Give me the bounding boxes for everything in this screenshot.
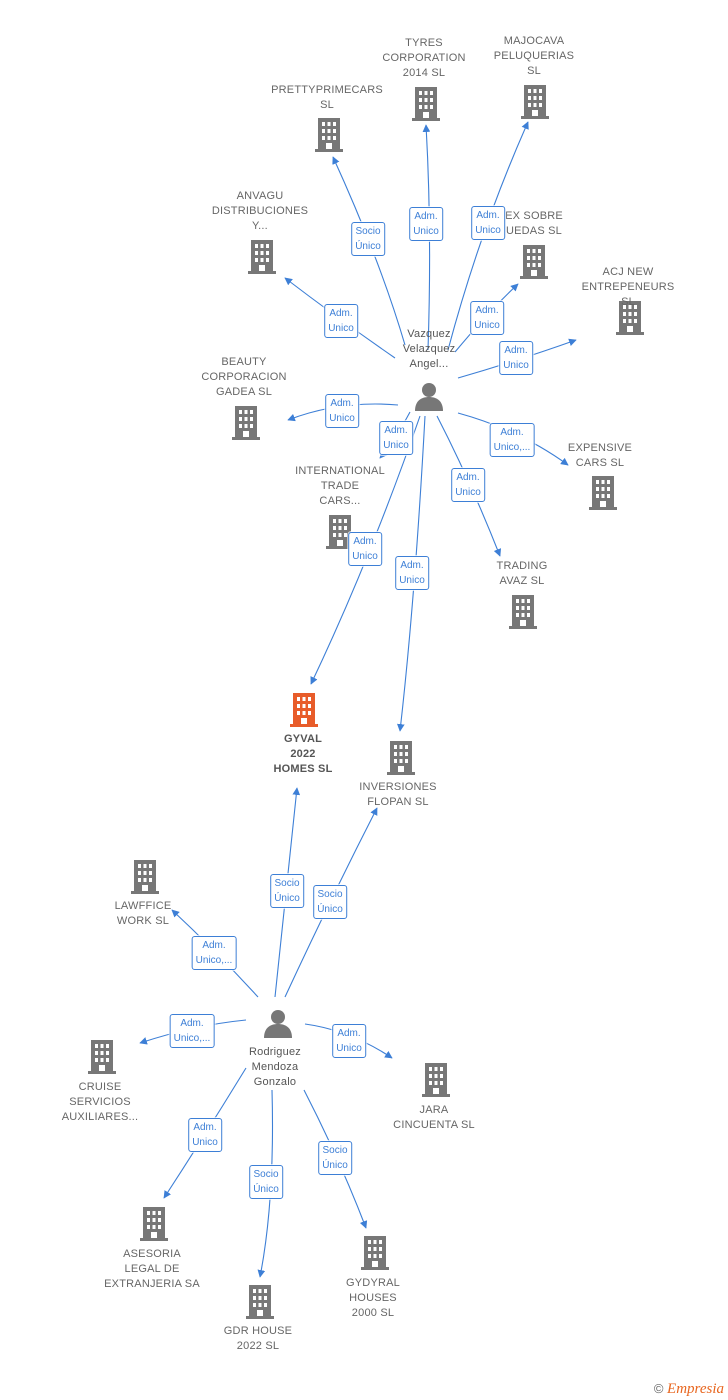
company-label-cruise[interactable]: CRUISE SERVICIOS AUXILIARES... [61,1081,139,1123]
inversiones-building-icon [387,741,415,775]
asesoria-building-icon [140,1207,168,1241]
gdr-building-icon [246,1285,274,1319]
company-label-gyval[interactable]: GYVAL 2022 HOMES SL [273,733,333,775]
edge-label-ruedas: Adm. Unico [470,301,504,335]
edge-label-cruise: Adm. Unico,... [169,1014,215,1048]
edge-label-prettyprime: Socio Único [351,222,385,256]
vazquez-person-icon [415,383,443,411]
brand-name: Empresia [667,1381,724,1397]
company-label-beauty[interactable]: BEAUTY CORPORACION GADEA SL [201,356,287,398]
company-label-prettyprime[interactable]: PRETTYPRIMECARS SL [271,84,383,111]
edge-label-tyres: Adm. Unico [409,207,443,241]
company-label-expensive[interactable]: EXPENSIVE CARS SL [567,442,633,469]
gydyral-building-icon [361,1236,389,1270]
edge-label-gydyral: Socio Único [318,1141,352,1175]
company-label-majocava[interactable]: MAJOCAVA PELUQUERIAS SL [493,35,575,77]
edge-label-jara: Adm. Unico [332,1024,366,1058]
prettyprime-building-icon [315,118,343,152]
edge-label-gdr: Socio Único [249,1165,283,1199]
edge-label-expensive: Adm. Unico,... [489,423,535,457]
company-label-inversiones[interactable]: INVERSIONES FLOPAN SL [359,781,437,808]
trading-building-icon [509,595,537,629]
lawffice-building-icon [131,860,159,894]
person-label-vazquez[interactable]: Vazquez Velazquez Angel... [402,328,456,370]
company-label-asesoria[interactable]: ASESORIA LEGAL DE EXTRANJERIA SA [104,1248,200,1290]
company-label-ruedas[interactable]: EX SOBRE UEDAS SL [505,210,563,237]
edge-label-lawffice: Adm. Unico,... [191,936,237,970]
copyright-icon: © [653,1381,664,1396]
edge-label-inversiones-rodriguez: Socio Único [313,885,347,919]
rodriguez-person-icon [264,1010,292,1038]
company-label-trading[interactable]: TRADING AVAZ SL [496,560,548,587]
edge-label-gyval-rodriguez: Socio Único [270,874,304,908]
majocava-building-icon [521,85,549,119]
cruise-building-icon [88,1040,116,1074]
jara-building-icon [422,1063,450,1097]
company-label-jara[interactable]: JARA CINCUENTA SL [393,1104,475,1131]
edge-label-international: Adm. Unico [379,421,413,455]
company-label-tyres[interactable]: TYRES CORPORATION 2014 SL [382,37,466,79]
footer-brand[interactable]: © Empresia [654,1381,724,1398]
expensive-building-icon [589,476,617,510]
company-label-gydyral[interactable]: GYDYRAL HOUSES 2000 SL [346,1277,400,1319]
company-label-international[interactable]: INTERNATIONAL TRADE CARS... [295,465,385,507]
edge-label-beauty: Adm. Unico [325,394,359,428]
company-label-acj[interactable]: ACJ NEW ENTREPENEURS SL [581,266,675,308]
edge-label-majocava: Adm. Unico [471,206,505,240]
company-label-gdr[interactable]: GDR HOUSE 2022 SL [223,1325,293,1352]
beauty-building-icon [232,406,260,440]
person-label-rodriguez[interactable]: Rodriguez Mendoza Gonzalo [249,1046,301,1088]
ruedas-building-icon [520,245,548,279]
edge-label-inversiones-vazquez: Adm. Unico [395,556,429,590]
gyval-building-icon [290,693,318,727]
edge-label-asesoria: Adm. Unico [188,1118,222,1152]
anvagu-building-icon [248,240,276,274]
edge-label-anvagu: Adm. Unico [324,304,358,338]
tyres-building-icon [412,87,440,121]
company-label-lawffice[interactable]: LAWFFICE WORK SL [114,900,172,927]
edge-label-acj: Adm. Unico [499,341,533,375]
company-label-anvagu[interactable]: ANVAGU DISTRIBUCIONES Y... [211,190,309,232]
edge-label-gyval-vazquez: Adm. Unico [348,532,382,566]
edge-label-trading: Adm. Unico [451,468,485,502]
